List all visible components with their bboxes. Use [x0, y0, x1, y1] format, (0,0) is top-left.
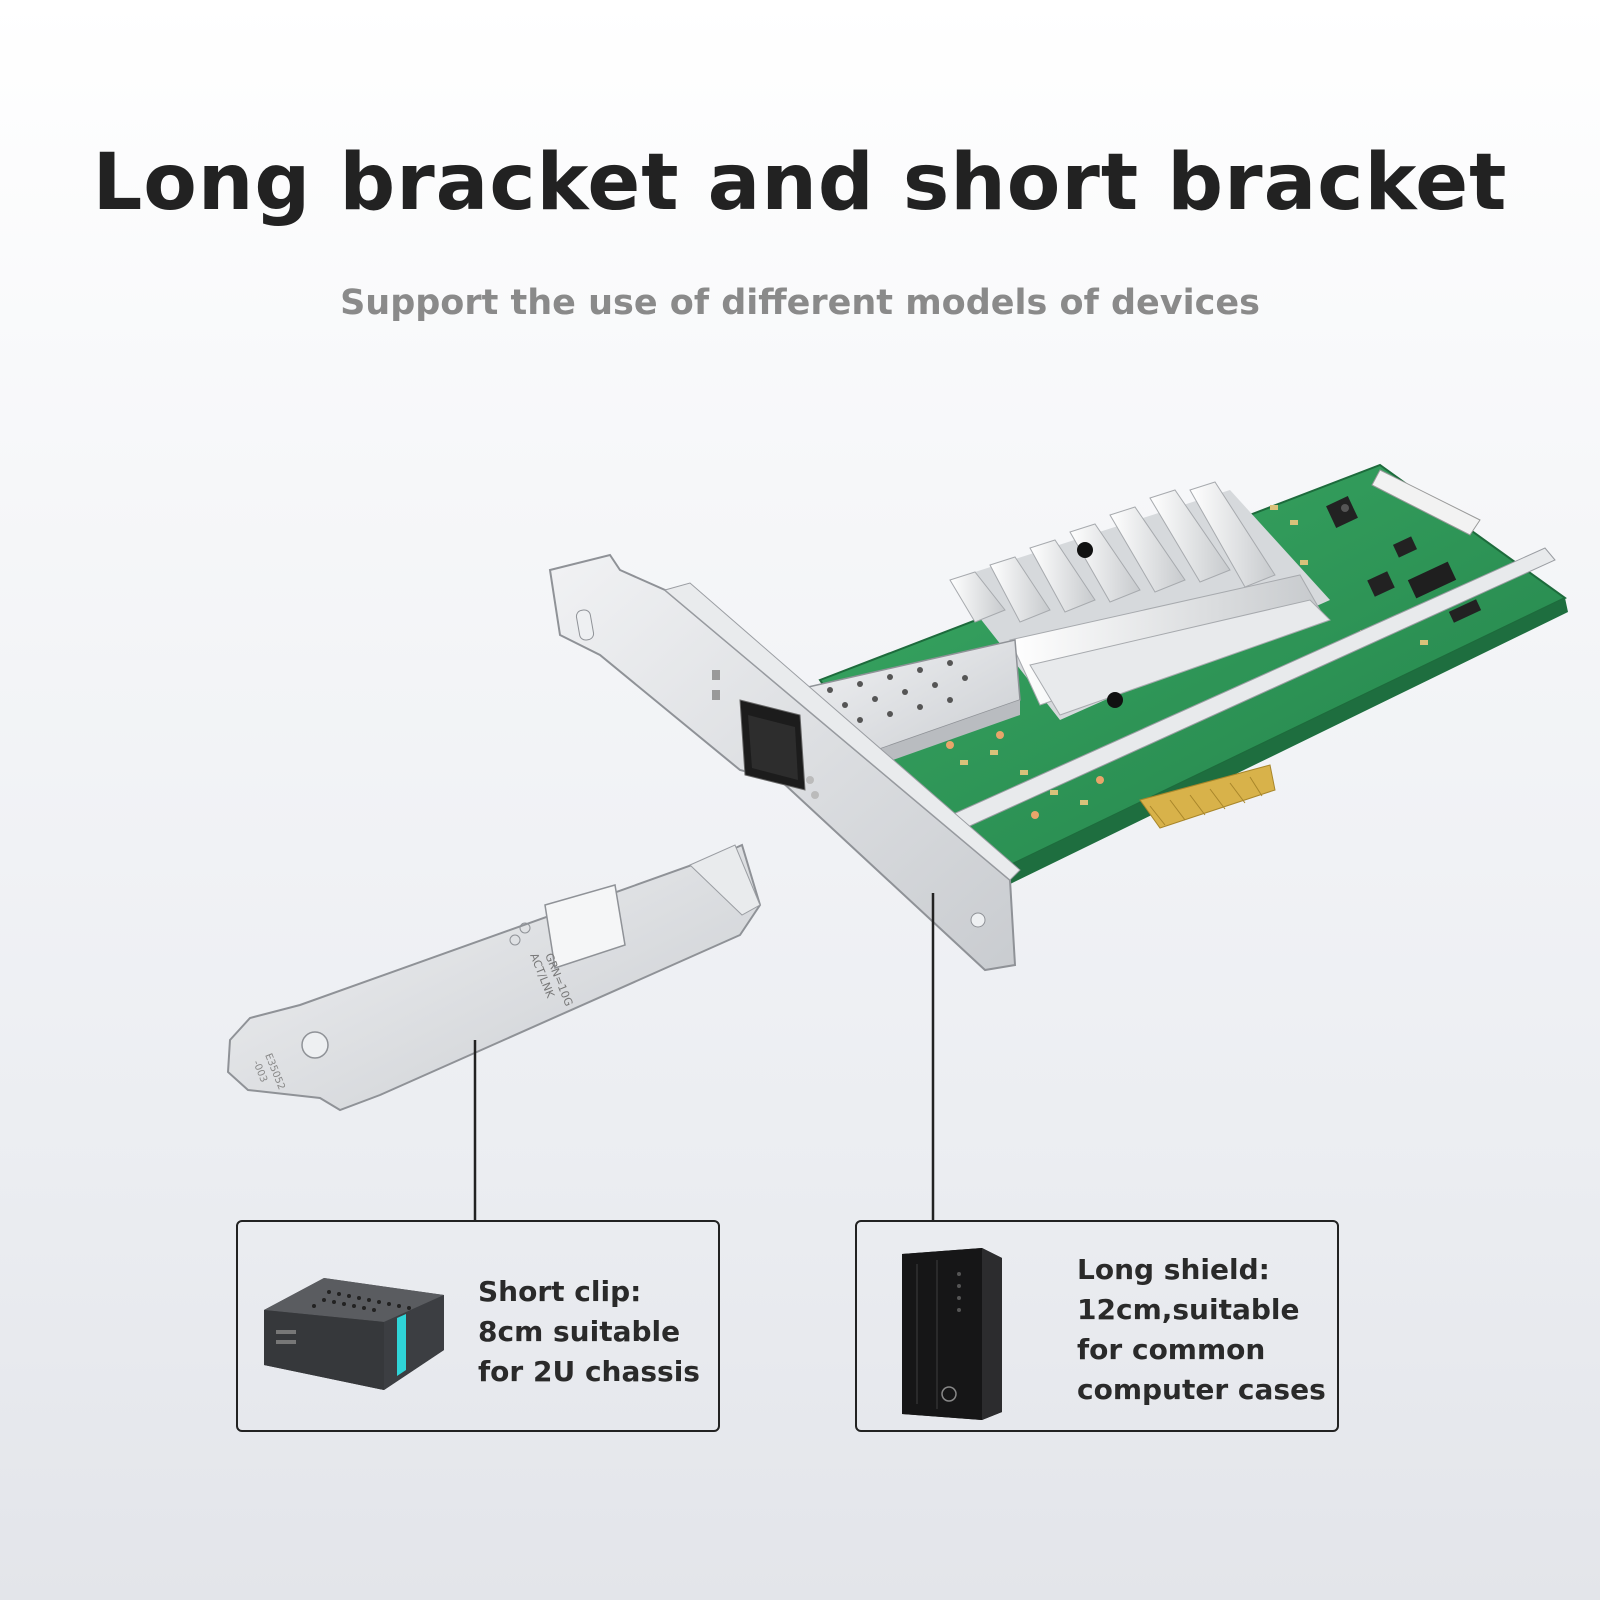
- short-bracket: GRN=10G ACT/LNK E35052 -003: [226, 843, 762, 1112]
- tower-pc-icon: [902, 1248, 1002, 1420]
- label-sticker: [1371, 469, 1481, 536]
- heatsink: [949, 481, 1331, 720]
- callout-long-line-1: Long shield:: [1077, 1253, 1270, 1286]
- callout-short-line-2: 8cm suitable: [478, 1315, 681, 1348]
- callout-long-shield: Long shield: 12cm,suitable for common co…: [855, 1220, 1339, 1432]
- callout-long-line-3: for common: [1077, 1333, 1266, 1366]
- callout-short-line-3: for 2U chassis: [478, 1355, 700, 1388]
- pcie-gold-fingers: [1139, 764, 1276, 829]
- callout-short-clip: Short clip: 8cm suitable for 2U chassis: [236, 1220, 720, 1432]
- network-card: [548, 463, 1568, 972]
- callout-short-line-1: Short clip:: [478, 1275, 642, 1308]
- callout-long-line-4: computer cases: [1077, 1373, 1326, 1406]
- chip: [1407, 561, 1457, 599]
- callout-short-text: Short clip: 8cm suitable for 2U chassis: [478, 1272, 700, 1392]
- chip: [1326, 496, 1358, 528]
- page-title: Long bracket and short bracket: [92, 138, 1508, 228]
- callout-long-line-2: 12cm,suitable: [1077, 1293, 1300, 1326]
- page-subtitle: Support the use of different models of d…: [340, 283, 1260, 323]
- mini-chassis-icon: [264, 1278, 444, 1390]
- long-bracket: [548, 553, 1021, 972]
- callout-long-text: Long shield: 12cm,suitable for common co…: [1077, 1250, 1326, 1410]
